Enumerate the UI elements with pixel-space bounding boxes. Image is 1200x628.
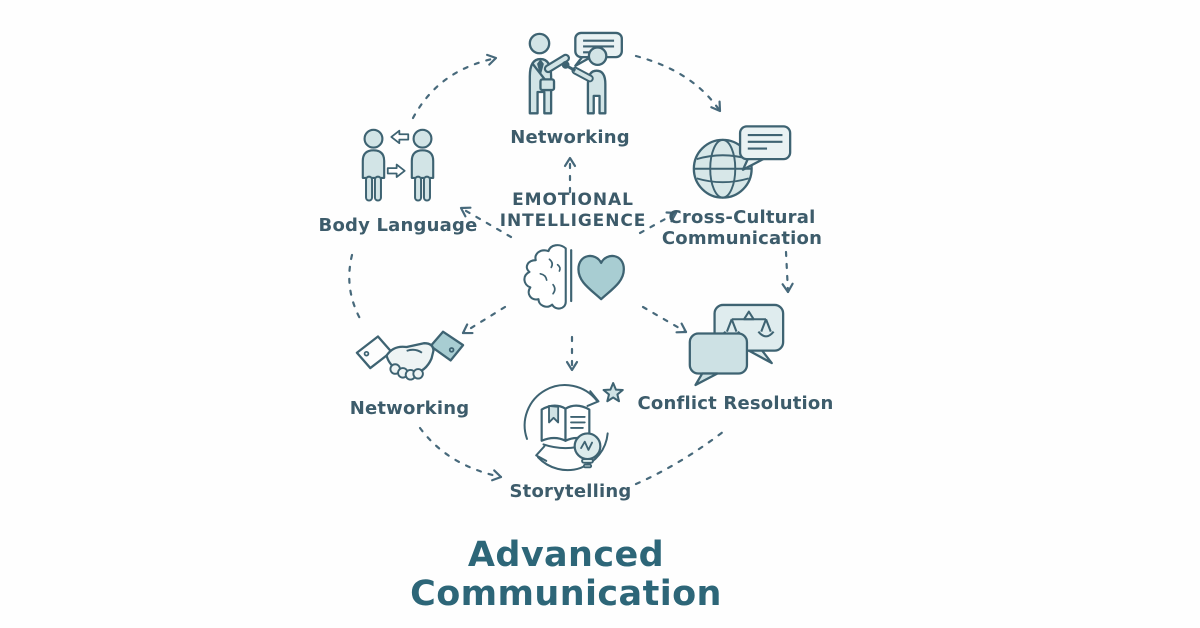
- center-title-line2: INTELLIGENCE: [499, 211, 647, 232]
- node-label-networking-bottom: Networking: [349, 398, 470, 419]
- line-storytelling-to-conflict: [634, 426, 730, 486]
- node-body-language: Body Language: [319, 128, 477, 236]
- node-label-cross-cultural: Cross-Cultural Communication: [661, 207, 823, 250]
- node-cross-cultural-communication: Cross-Cultural Communication: [662, 122, 822, 249]
- arrow-body-language-to-networking-top: [411, 53, 498, 120]
- center-title: EMOTIONAL INTELLIGENCE: [500, 190, 646, 233]
- speech-bubbles-scales-icon: [688, 303, 784, 387]
- center-title-line1: EMOTIONAL: [512, 190, 634, 210]
- node-networking-top: Networking: [505, 30, 635, 148]
- globe-speech-bubble-icon: [692, 125, 792, 199]
- node-conflict-resolution: Conflict Resolution: [638, 300, 833, 414]
- node-storytelling: Storytelling: [508, 378, 633, 502]
- node-label-conflict-resolution: Conflict Resolution: [637, 393, 834, 414]
- arrow-center-to-conflict-resolution: [641, 305, 688, 334]
- people-conversation-icon: [528, 31, 623, 115]
- arrow-networking-top-to-cross-cultural: [634, 54, 722, 113]
- brain-heart-icon: [523, 243, 625, 310]
- page-title-line1: Advanced: [467, 535, 665, 575]
- page-title-line2: Communication: [410, 574, 722, 615]
- arrow-cross-cultural-to-conflict: [781, 250, 794, 294]
- node-networking-bottom: Networking: [347, 324, 472, 419]
- node-label-storytelling: Storytelling: [509, 481, 632, 502]
- book-lightbulb-star-icon: [523, 381, 624, 472]
- node-emotional-intelligence: EMOTIONAL INTELLIGENCE: [500, 190, 646, 312]
- node-label-body-language: Body Language: [318, 215, 478, 236]
- arrow-center-to-networking-bottom: [461, 305, 507, 335]
- arrow-center-to-body-language: [459, 206, 513, 239]
- two-people-arrows-icon: [361, 128, 435, 202]
- arrow-networking-bottom-to-storytelling: [418, 426, 503, 482]
- page-title: Advanced Communication: [385, 535, 747, 615]
- line-body-language-to-networking-bottom: [348, 253, 365, 326]
- handshake-icon: [355, 330, 464, 381]
- node-label-networking-top: Networking: [510, 127, 630, 148]
